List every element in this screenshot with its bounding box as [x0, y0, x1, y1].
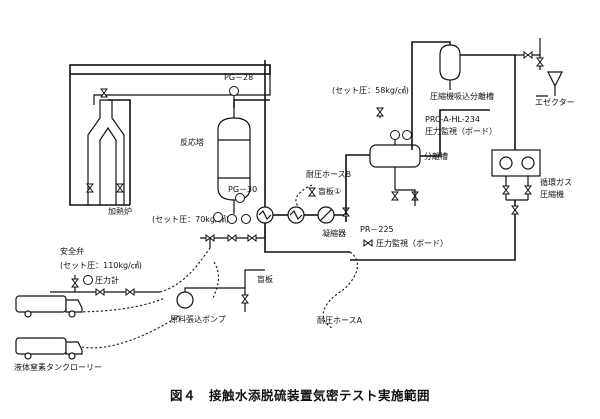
safety-valve-label: 安全弁 — [60, 246, 84, 256]
blind1-label: 盲板 — [257, 274, 273, 284]
figure-caption: 図４ 接触水添脱硫装置気密テスト実施範囲 — [170, 388, 430, 403]
hose-a-label: 耐圧ホースA — [317, 315, 363, 325]
condenser-label: 凝縮器 — [322, 228, 346, 238]
reactor-relief-valves: (セット圧：70kg/㎠) — [152, 212, 266, 248]
blind2-label: 盲板① — [318, 186, 341, 196]
pr225-monitor: 圧力監視（ボード） — [376, 238, 448, 248]
condenser: 凝縮器 — [317, 154, 380, 238]
heating-furnace: 加熱炉 — [69, 64, 271, 216]
set70-label: (セット圧：70kg/㎠) — [152, 215, 229, 224]
feed-pump: 原料張込ポンプ 盲板 — [170, 261, 273, 324]
hose-b-label: 耐圧ホースB — [306, 169, 351, 179]
n2-hose — [69, 247, 211, 313]
recycle1-label: 循環ガス — [540, 177, 572, 187]
recycle2-label: 圧縮機 — [540, 189, 564, 199]
pr225-label: PR－225 — [360, 225, 394, 234]
prc-234: PRC-A-HL-234 圧力監視（ボード） — [425, 115, 497, 136]
prc-label: PRC-A-HL-234 — [425, 115, 480, 124]
furnace-label: 加熱炉 — [108, 206, 132, 216]
hose-b: 耐圧ホースB 盲板① — [295, 169, 351, 209]
heat-exchangers — [256, 60, 350, 253]
comp-drum-label: 圧縮機吸込分離槽 — [430, 91, 494, 101]
ejector-label: エゼクター — [535, 97, 575, 107]
pg28-label: PG－28 — [224, 73, 253, 82]
tank-lorry-2: 液体窒素タンクローリー — [14, 314, 181, 372]
set58-label: (セット圧：58kg/㎠) — [332, 86, 409, 95]
pr225: PR－225 圧力監視（ボード） — [360, 225, 448, 248]
set110-label: (セット圧：110kg/㎠) — [60, 261, 142, 270]
reactor-label: 反応塔 — [180, 137, 204, 147]
hose-a: 耐圧ホースA — [317, 251, 363, 329]
tank-lorry-label: 液体窒素タンクローリー — [14, 362, 102, 372]
tank-lorry-1 — [15, 295, 83, 318]
pg30-label: PG－30 — [228, 185, 257, 194]
recycle-compressor: 循環ガス 圧縮機 — [350, 149, 572, 261]
pressure-gauge-label: 圧力計 — [95, 275, 119, 285]
prc-monitor: 圧力監視（ボード） — [425, 126, 497, 136]
safety-valve: 安全弁 (セット圧：110kg/㎠) 圧力計 — [50, 246, 160, 296]
ejector: エゼクター — [515, 38, 575, 107]
separator: (セット圧：58kg/㎠) 分離槽 — [332, 86, 490, 206]
reactor: PG－28 反応塔 PG－30 — [180, 73, 270, 214]
feed-pump-label: 原料張込ポンプ — [170, 314, 226, 324]
